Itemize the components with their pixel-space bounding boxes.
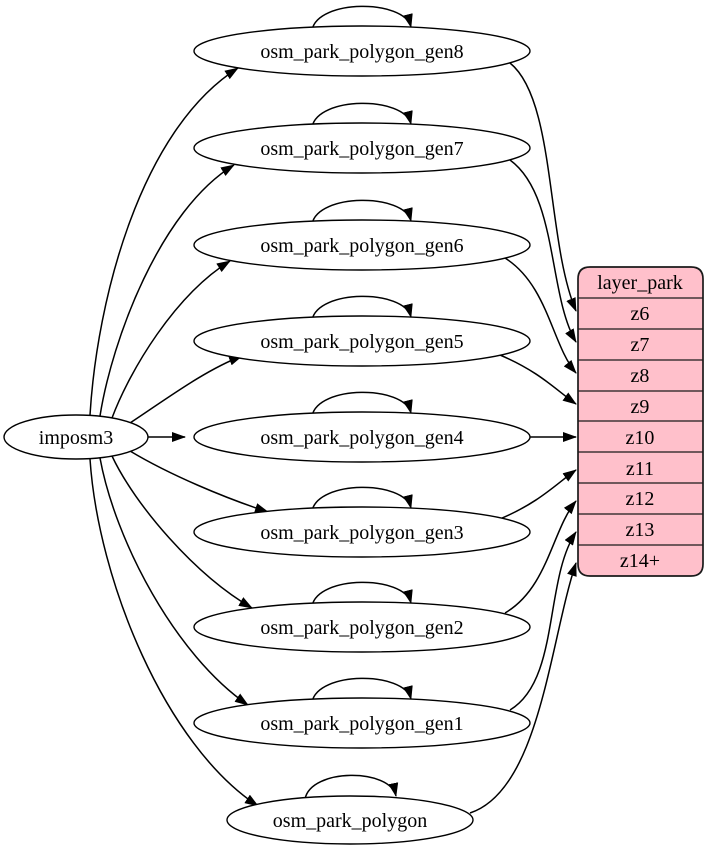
edge-imposm3-to-gen8 bbox=[89, 67, 239, 416]
self-loop-gen2 bbox=[311, 581, 413, 607]
imposm3-ellipse bbox=[3, 414, 149, 460]
edge-imposm3-to-gen1 bbox=[99, 457, 249, 706]
gen5-label: osm_park_polygon_gen5 bbox=[260, 331, 463, 353]
gen8-ellipse bbox=[193, 25, 531, 77]
polygon-label: osm_park_polygon bbox=[273, 810, 427, 832]
edge-imposm3-to-polygon bbox=[89, 458, 259, 807]
gen6-label: osm_park_polygon_gen6 bbox=[260, 235, 463, 257]
node-layer-park-table: layer_park z6 z7 z8 z9 z10 z11 z12 z13 z… bbox=[577, 266, 704, 577]
edge-polygon-to-z14plus bbox=[469, 562, 577, 814]
gen8-label: osm_park_polygon_gen8 bbox=[260, 41, 463, 63]
self-loop-gen7 bbox=[311, 102, 413, 128]
self-loop-gen1 bbox=[311, 677, 413, 703]
self-loop-gen4 bbox=[311, 391, 413, 417]
node-osm-park-polygon-gen1: osm_park_polygon_gen1 bbox=[193, 697, 531, 749]
node-osm-park-polygon-gen2: osm_park_polygon_gen2 bbox=[193, 601, 531, 653]
node-osm-park-polygon-gen7: osm_park_polygon_gen7 bbox=[193, 122, 531, 174]
node-osm-park-polygon: osm_park_polygon bbox=[226, 795, 474, 845]
edge-gen1-to-z13 bbox=[509, 531, 577, 711]
layer-park-title: layer_park bbox=[597, 272, 683, 294]
imposm3-label: imposm3 bbox=[39, 427, 113, 449]
gen6-ellipse bbox=[193, 219, 531, 271]
gen3-ellipse bbox=[193, 506, 531, 558]
edge-imposm3-to-gen2 bbox=[111, 455, 253, 609]
self-loop-gen5 bbox=[311, 295, 413, 321]
node-imposm3: imposm3 bbox=[3, 414, 149, 460]
gen2-label: osm_park_polygon_gen2 bbox=[260, 617, 463, 639]
self-loop-polygon bbox=[304, 774, 399, 800]
node-osm-park-polygon-gen8: osm_park_polygon_gen8 bbox=[193, 25, 531, 77]
edge-gen3-to-z11 bbox=[499, 469, 577, 520]
gen7-label: osm_park_polygon_gen7 bbox=[260, 138, 463, 160]
edge-imposm3-to-gen7 bbox=[99, 164, 235, 417]
node-osm-park-polygon-gen6: osm_park_polygon_gen6 bbox=[193, 219, 531, 271]
self-loop-gen8 bbox=[311, 5, 413, 31]
edge-gen8-to-z6 bbox=[509, 62, 577, 312]
polygon-ellipse bbox=[226, 795, 474, 845]
gen7-ellipse bbox=[193, 122, 531, 174]
row-z14plus: z14+ bbox=[620, 550, 660, 572]
edge-gen6-to-z8 bbox=[504, 257, 577, 374]
node-osm-park-polygon-gen4: osm_park_polygon_gen4 bbox=[193, 411, 531, 463]
row-z8: z8 bbox=[631, 365, 650, 387]
row-z10: z10 bbox=[626, 427, 655, 449]
gen4-label: osm_park_polygon_gen4 bbox=[260, 427, 463, 449]
row-z11: z11 bbox=[626, 458, 654, 480]
gen1-ellipse bbox=[193, 697, 531, 749]
edge-imposm3-to-gen5 bbox=[129, 355, 243, 424]
edge-gen7-to-z7 bbox=[509, 159, 577, 343]
node-osm-park-polygon-gen3: osm_park_polygon_gen3 bbox=[193, 506, 531, 558]
row-z6: z6 bbox=[631, 303, 650, 325]
self-loop-gen6 bbox=[311, 199, 413, 225]
edge-gen5-to-z9 bbox=[499, 354, 577, 405]
row-z7: z7 bbox=[631, 334, 650, 356]
self-loop-gen3 bbox=[311, 486, 413, 512]
gen3-label: osm_park_polygon_gen3 bbox=[260, 522, 463, 544]
gen2-ellipse bbox=[193, 601, 531, 653]
node-osm-park-polygon-gen5: osm_park_polygon_gen5 bbox=[193, 315, 531, 367]
gen5-ellipse bbox=[193, 315, 531, 367]
edge-imposm3-to-gen3 bbox=[129, 450, 269, 513]
edge-gen2-to-z12 bbox=[504, 500, 577, 614]
row-z12: z12 bbox=[626, 488, 655, 510]
row-z9: z9 bbox=[631, 396, 650, 418]
gen1-label: osm_park_polygon_gen1 bbox=[260, 713, 463, 735]
gen4-ellipse bbox=[193, 411, 531, 463]
edge-imposm3-to-gen6 bbox=[111, 260, 231, 419]
row-z13: z13 bbox=[626, 519, 655, 541]
